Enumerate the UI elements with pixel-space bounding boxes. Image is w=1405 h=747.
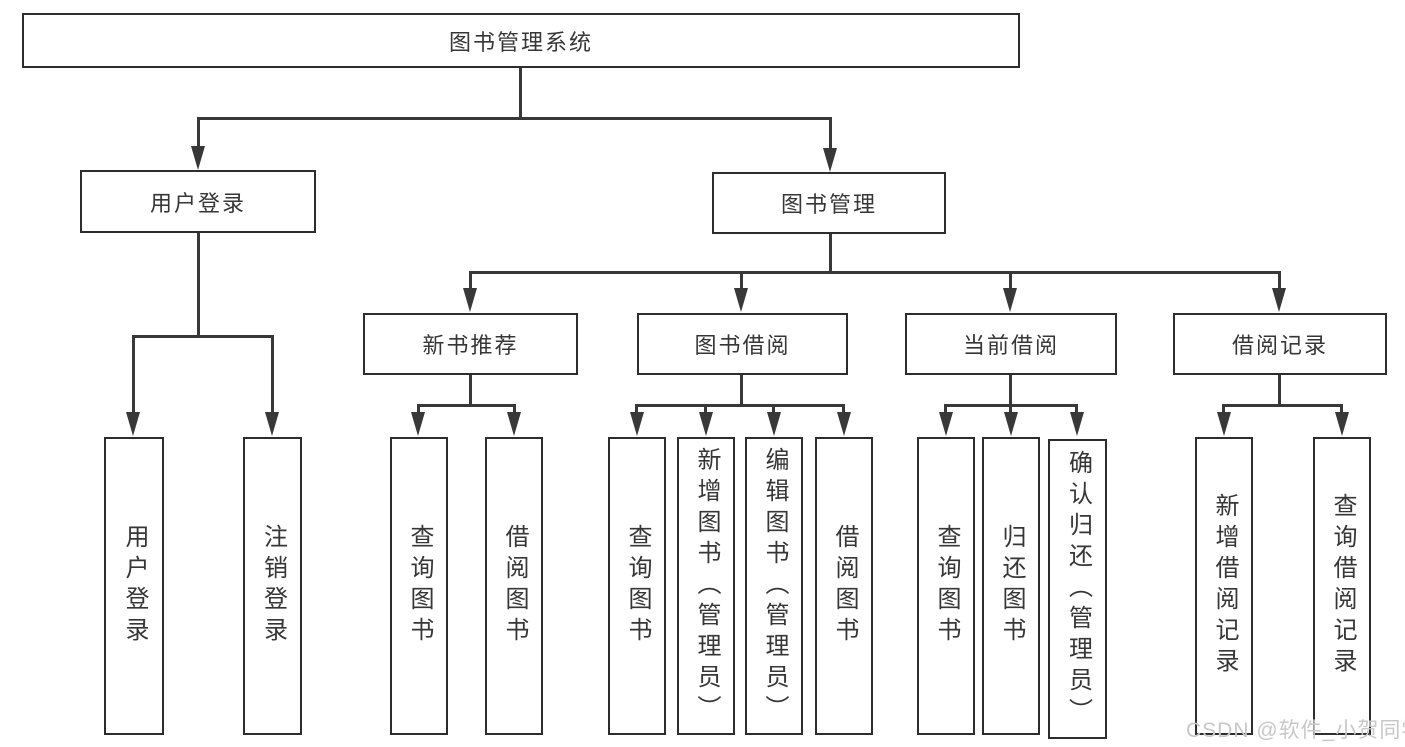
leaf-query-books-recommend: 查询图书: [390, 437, 448, 735]
node-book-borrowing: 图书借阅: [637, 313, 848, 375]
leaf-query-books-borrow: 查询图书: [608, 437, 666, 735]
leaf-label: 编辑图书（管理员）: [761, 446, 788, 726]
node-label: 当前借阅: [962, 333, 1059, 358]
connector-userlogin-stem: [197, 233, 200, 337]
node-label: 图书管理: [780, 192, 877, 217]
arrow-down-icon: [939, 412, 953, 436]
arrow-down-icon: [734, 288, 748, 312]
leaf-label: 用户登录: [121, 524, 148, 648]
connector-stub: [704, 404, 707, 413]
connector-stub: [417, 404, 420, 413]
arrow-down-icon: [823, 148, 837, 172]
arrow-down-icon: [1003, 288, 1017, 312]
connector-stub: [513, 404, 516, 413]
connector-stub: [1075, 404, 1078, 413]
connector-stub: [197, 117, 200, 148]
arrow-down-icon: [699, 412, 713, 436]
leaf-label: 新增图书（管理员）: [693, 446, 720, 726]
connector-stub: [944, 404, 947, 413]
leaf-add-borrow-record: 新增借阅记录: [1195, 437, 1253, 735]
arrow-down-icon: [463, 288, 477, 312]
node-new-book-recommendation: 新书推荐: [363, 313, 578, 375]
arrow-down-icon: [767, 412, 781, 436]
leaf-borrow-books-recommend: 借阅图书: [485, 437, 543, 735]
leaf-edit-books-admin: 编辑图书（管理员）: [745, 437, 803, 735]
leaf-user-login: 用户登录: [104, 437, 164, 735]
connector-root-stem: [519, 67, 522, 119]
connector-bookmgmt-bar: [469, 271, 1281, 274]
node-user-login: 用户登录: [80, 170, 316, 233]
leaf-label: 查询图书: [406, 524, 433, 648]
node-label: 图书管理系统: [448, 29, 593, 55]
leaf-query-borrow-record: 查询借阅记录: [1313, 437, 1371, 735]
connector-stub: [635, 404, 638, 413]
connector-stub: [842, 404, 845, 413]
arrow-down-icon: [1335, 412, 1349, 436]
connector-stub: [1340, 404, 1343, 413]
leaf-label: 借阅图书: [501, 524, 528, 648]
arrow-down-icon: [507, 412, 521, 436]
leaf-label: 借阅图书: [831, 524, 858, 648]
connector-stub: [132, 335, 135, 413]
connector-stem: [1009, 375, 1012, 407]
csdn-watermark: CSDN @软件_小贺同学: [1186, 719, 1405, 742]
node-label: 图书借阅: [694, 333, 791, 358]
connector-stem: [469, 375, 472, 407]
connector-stub: [1009, 404, 1012, 413]
node-current-borrowing: 当前借阅: [905, 313, 1117, 375]
arrow-down-icon: [126, 412, 140, 436]
connector-bar: [417, 404, 516, 407]
node-book-management: 图书管理: [712, 172, 946, 234]
node-library-management-system: 图书管理系统: [22, 13, 1020, 68]
connector-stem: [740, 375, 743, 407]
connector-userlogin-bar: [132, 335, 274, 338]
connector-stub: [829, 117, 832, 150]
connector-stub: [1222, 404, 1225, 413]
node-label: 用户登录: [149, 190, 246, 216]
node-label: 借阅记录: [1231, 333, 1328, 358]
connector-stub: [740, 271, 743, 290]
leaf-label: 查询借阅记录: [1329, 493, 1356, 679]
arrow-down-icon: [1217, 412, 1231, 436]
leaf-label: 注销登录: [259, 524, 287, 648]
leaf-label: 确认归还（管理员）: [1064, 449, 1092, 729]
leaf-label: 归还图书: [998, 524, 1025, 648]
leaf-label: 新增借阅记录: [1211, 493, 1238, 679]
leaf-return-books: 归还图书: [982, 437, 1040, 735]
leaf-label: 查询图书: [933, 524, 960, 648]
connector-stub: [271, 335, 274, 413]
leaf-query-books-current: 查询图书: [917, 437, 975, 735]
arrow-down-icon: [630, 412, 644, 436]
arrow-down-icon: [1272, 288, 1286, 312]
arrow-down-icon: [1070, 412, 1084, 436]
arrow-down-icon: [265, 412, 279, 436]
connector-root-bar: [197, 117, 832, 120]
leaf-add-books-admin: 新增图书（管理员）: [677, 437, 735, 735]
leaf-label: 查询图书: [624, 524, 651, 648]
node-label: 新书推荐: [422, 333, 519, 358]
arrow-down-icon: [1004, 412, 1018, 436]
connector-stub: [469, 271, 472, 290]
leaf-confirm-return-admin: 确认归还（管理员）: [1048, 439, 1107, 739]
arrow-down-icon: [411, 412, 425, 436]
connector-stub: [1278, 271, 1281, 290]
connector-bar: [1222, 404, 1343, 407]
connector-stub: [772, 404, 775, 413]
leaf-logout: 注销登录: [243, 437, 302, 735]
arrow-down-icon: [191, 146, 205, 170]
connector-stub: [1009, 271, 1012, 290]
leaf-borrow-books: 借阅图书: [815, 437, 873, 735]
connector-bookmgmt-stem: [829, 234, 832, 274]
connector-bar: [635, 404, 845, 407]
node-borrowing-records: 借阅记录: [1173, 313, 1387, 375]
connector-stem: [1278, 375, 1281, 407]
arrow-down-icon: [837, 412, 851, 436]
